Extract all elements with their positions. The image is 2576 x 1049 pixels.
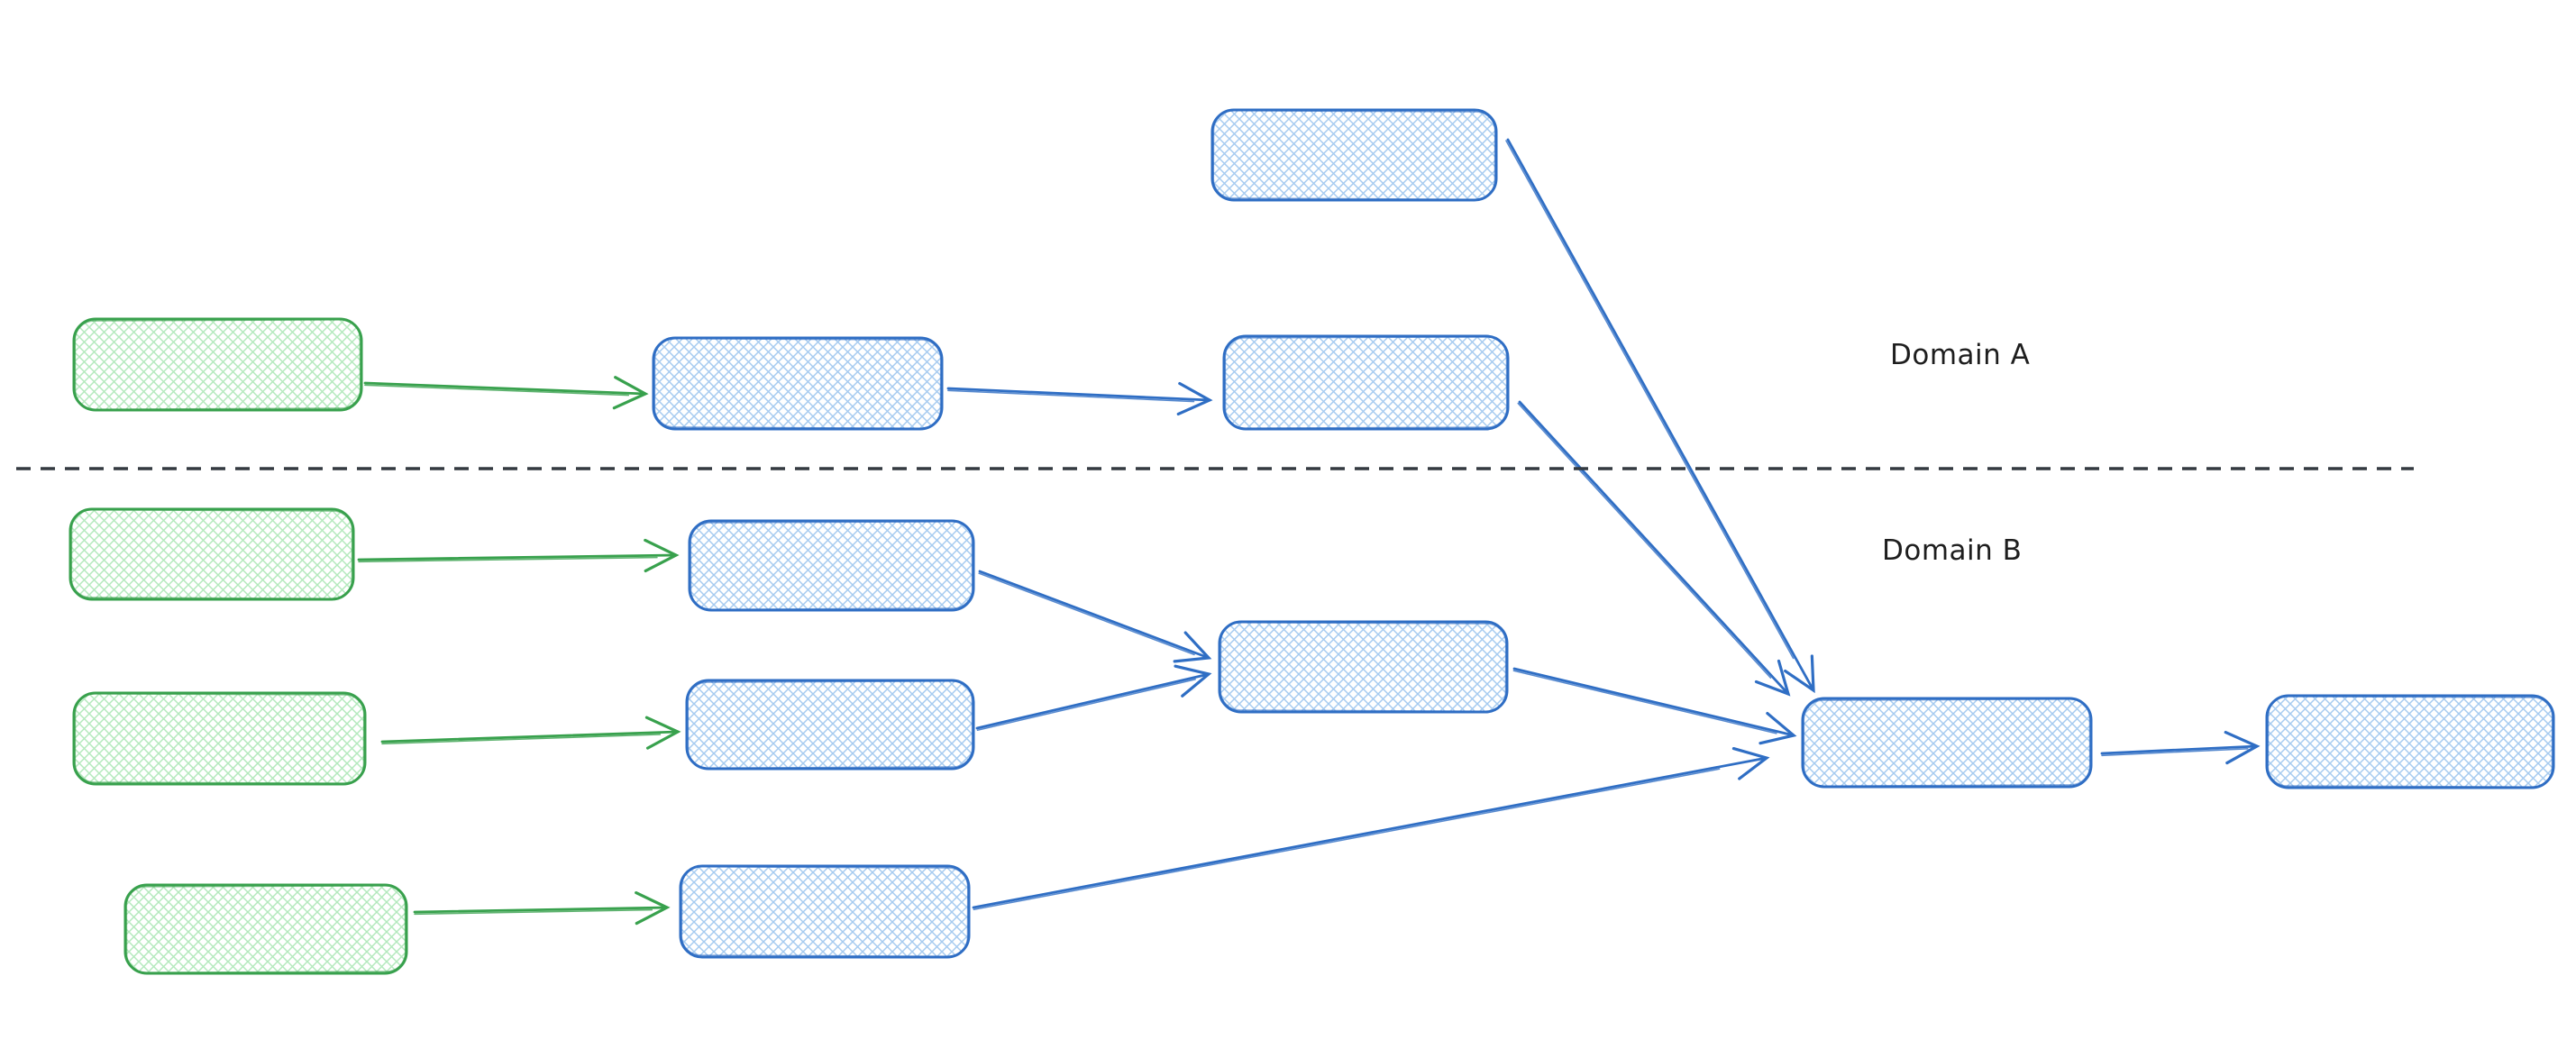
node-a-blue-1[interactable] [652,336,944,431]
node-overdraw-stroke [125,885,406,973]
node-a-green[interactable] [72,317,363,412]
node-sink[interactable] [2265,694,2555,789]
arrow-shaft-ghost [1517,402,1772,679]
arrow-b-mid-to-b-merge[interactable] [1512,667,1797,745]
arrow-shaft [413,891,671,926]
arrow-shaft-ghost [1505,140,1795,660]
node-body [72,691,367,786]
node-body [2265,694,2555,789]
node-b-green-3[interactable] [123,883,408,975]
arrow-top-source-to-b-merge[interactable] [1505,138,1815,694]
node-top-source[interactable] [1210,108,1498,202]
node-b-green-2[interactable] [72,691,367,786]
node-body [69,507,355,601]
node-body [1801,697,2093,789]
node-body [123,883,408,975]
arrow-shaft-ghost [2101,747,2249,757]
arrow-shaft-ghost [976,679,1196,732]
arrow-shaft [946,381,1213,416]
edges-layer [357,138,2261,926]
arrow-b-green-2-to-b-blue-2[interactable] [380,716,681,750]
node-b-blue-1[interactable] [688,519,975,612]
node-overdraw-stroke [74,693,365,784]
arrow-b-merge-to-sink[interactable] [2100,730,2261,765]
node-body [652,336,944,431]
arrow-b-blue-2-to-b-mid[interactable] [975,664,1212,732]
node-overdraw-stroke [1224,336,1508,429]
domain-b-label[interactable]: Domain B [1882,534,2022,567]
arrow-shaft-ghost [381,734,662,745]
nodes-layer [69,108,2555,975]
arrow-shaft-ghost [414,908,653,916]
arrow-a-blue-2-to-b-merge[interactable] [1517,400,1791,697]
arrow-shaft [380,716,681,750]
arrow-b-blue-1-to-b-mid[interactable] [978,570,1212,663]
node-body [72,317,363,412]
arrow-a-blue-1-to-a-blue-2[interactable] [946,381,1213,416]
arrow-b-blue-3-to-b-merge[interactable] [972,746,1770,911]
arrow-shaft-ghost [947,389,1195,403]
arrow-shaft-ghost [1512,670,1777,734]
node-b-merge[interactable] [1801,697,2093,789]
node-body [1222,334,1510,431]
arrow-shaft-ghost [364,384,630,397]
node-body [688,519,975,612]
node-a-blue-2[interactable] [1222,334,1510,431]
arrow-shaft [2100,730,2261,765]
node-overdraw-stroke [74,319,361,410]
node-body [1218,620,1509,714]
node-b-green-1[interactable] [69,507,355,601]
arrow-shaft-ghost [358,556,658,563]
node-overdraw-stroke [1212,110,1496,200]
node-overdraw-stroke [1219,622,1507,712]
arrow-b-green-1-to-b-blue-1[interactable] [357,538,680,573]
arrow-shaft [363,376,649,410]
node-overdraw-stroke [681,866,969,957]
arrow-shaft [1506,138,1815,694]
node-b-blue-3[interactable] [679,864,971,959]
arrow-shaft [1518,400,1791,697]
node-overdraw-stroke [70,509,353,599]
node-b-mid[interactable] [1218,620,1509,714]
arrow-shaft-ghost [978,572,1195,656]
node-overdraw-stroke [2267,696,2553,788]
arrow-shaft [975,664,1212,730]
node-overdraw-stroke [690,521,973,610]
arrow-shaft [978,570,1212,663]
node-b-blue-2[interactable] [685,679,975,771]
arrow-shaft [357,538,680,573]
arrow-a-green-to-a-blue-1[interactable] [363,376,649,410]
arrow-shaft-ghost [973,768,1721,911]
arrow-b-green-3-to-b-blue-3[interactable] [413,891,671,926]
arrow-shaft [1512,667,1797,745]
node-body [685,679,975,771]
node-overdraw-stroke [1803,698,2091,787]
node-overdraw-stroke [653,338,942,429]
node-overdraw-stroke [687,680,973,769]
node-body [1210,108,1498,202]
node-body [679,864,971,959]
arrow-shaft [972,746,1770,909]
domain-a-label[interactable]: Domain A [1890,339,2030,371]
